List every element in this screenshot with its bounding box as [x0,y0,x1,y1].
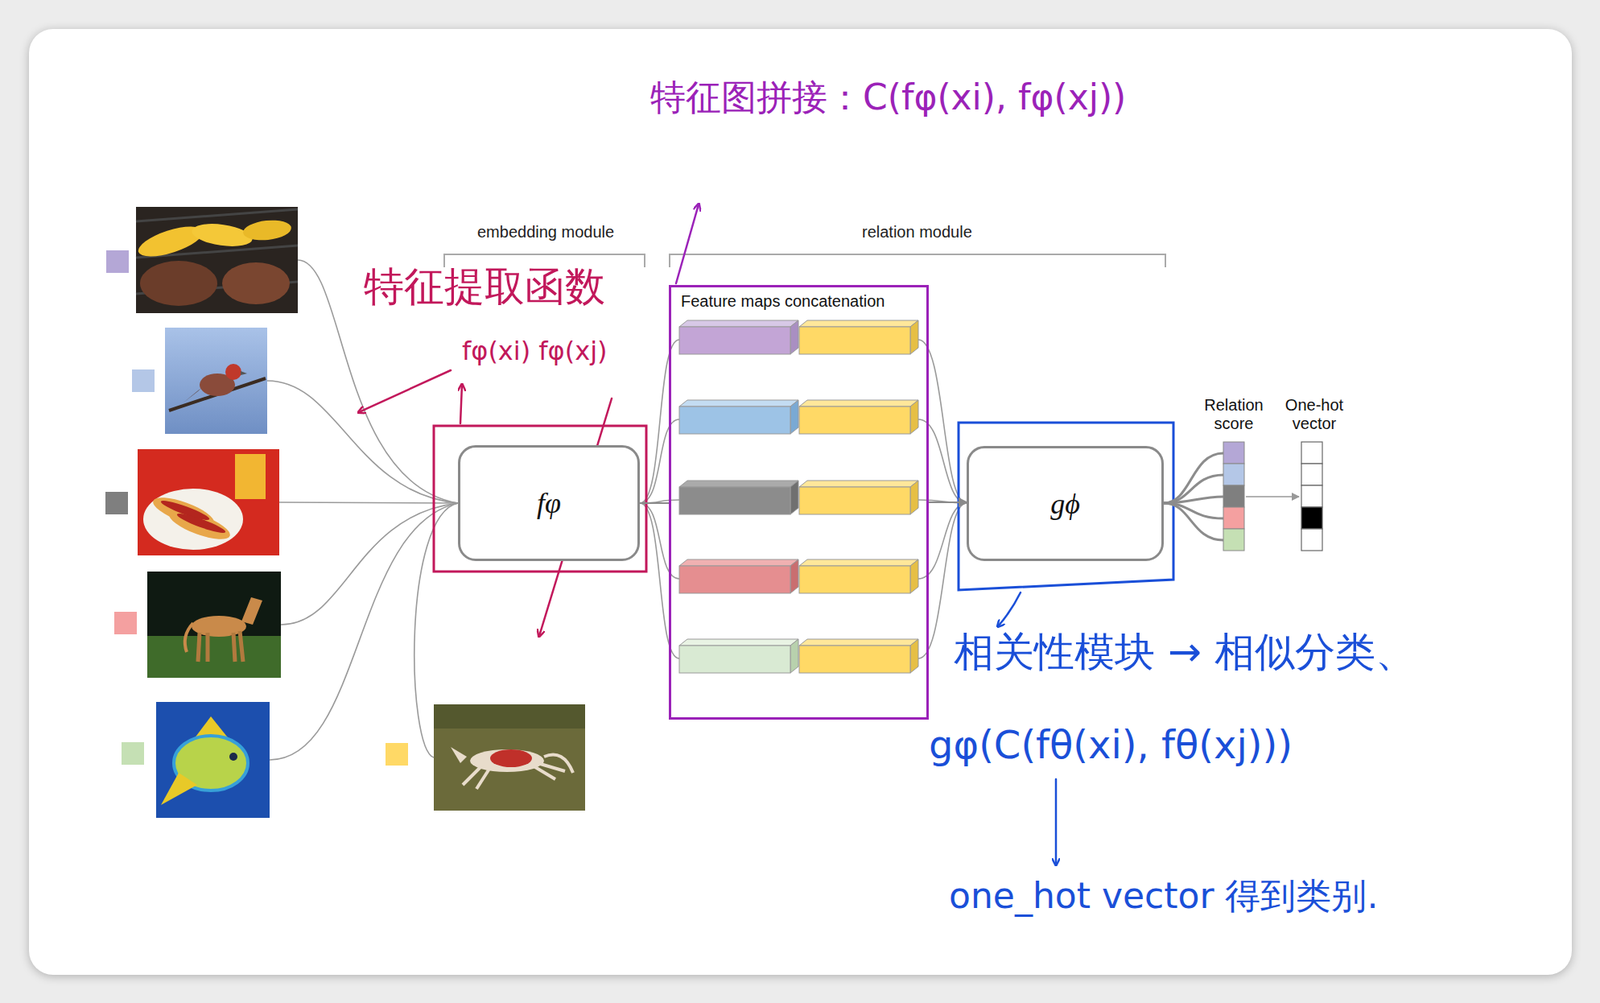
handwritten-formula: fφ(xi) fφ(xj) [461,336,608,367]
concatenation-region: Feature maps concatenation [668,284,929,720]
region-heading: Feature maps concatenation [680,292,886,311]
module-label: embedding module [477,222,615,242]
module-label: relation module [861,222,973,242]
connector [639,502,669,504]
connector [928,501,967,504]
relation-function-box: gϕ [966,445,1164,561]
function-label: fφ [536,486,561,520]
column-label: Relation score [1195,395,1273,433]
function-label: gϕ [1050,486,1081,521]
handwritten-formula: gφ(C(fθ(xi), fθ(xj))) [928,722,1293,768]
handwritten-note: 相关性模块 → 相似分类、 [953,629,1416,677]
handwritten-note: 特征提取函数 [363,263,606,311]
handwritten-note: 特征图拼接：C(fφ(xi), fφ(xj)) [650,77,1126,119]
handwritten-note: one_hot vector 得到类别. [948,875,1378,917]
embedding-function-box: fφ [457,445,640,561]
column-label: One-hot vector [1278,395,1350,433]
